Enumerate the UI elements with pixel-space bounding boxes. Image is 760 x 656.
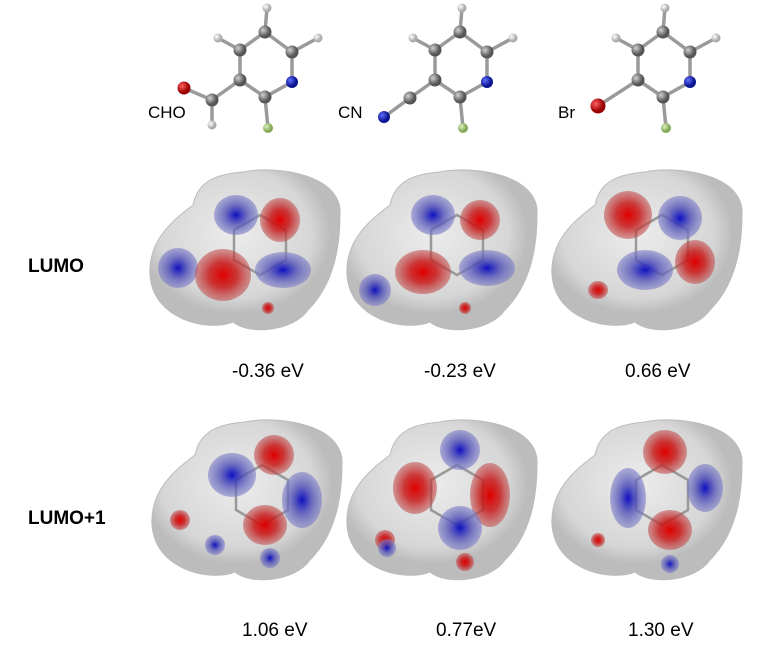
- positive-lobe: [648, 510, 692, 550]
- positive-lobe: [170, 510, 190, 530]
- atom-h: [213, 33, 223, 43]
- positive-lobe: [588, 281, 608, 299]
- positive-lobe: [395, 250, 451, 294]
- atom-c: [205, 93, 219, 107]
- atom-f: [458, 123, 468, 133]
- positive-lobe: [260, 198, 300, 242]
- positive-lobe: [643, 430, 687, 474]
- negative-lobe: [617, 250, 673, 290]
- orbital-lumo1-cn: [346, 419, 538, 581]
- atom-c: [631, 43, 645, 57]
- energy-lumo-cn: -0.23 eV: [424, 361, 496, 382]
- atom-h: [313, 33, 323, 43]
- positive-lobe: [591, 533, 605, 547]
- atom-n: [378, 111, 390, 123]
- atom-h: [611, 33, 621, 43]
- atom-c: [258, 90, 272, 104]
- positive-lobe: [393, 462, 437, 514]
- negative-lobe: [687, 464, 723, 512]
- energy-lumo1-cn: 0.77eV: [436, 620, 497, 641]
- positive-lobe: [459, 302, 471, 314]
- positive-lobe: [254, 435, 294, 475]
- atom-c: [233, 73, 247, 87]
- positive-lobe: [456, 553, 474, 571]
- electron-density-surface: [551, 169, 743, 331]
- negative-lobe: [158, 248, 198, 288]
- atom-c: [285, 45, 299, 59]
- substituent-label-br: Br: [558, 103, 575, 122]
- atom-c: [453, 25, 467, 39]
- energy-lumo-cho: -0.36 eV: [232, 361, 304, 382]
- atom-h: [207, 120, 217, 130]
- atom-n: [481, 76, 493, 88]
- atom-h: [262, 3, 272, 13]
- orbital-lumo-br: [551, 169, 743, 331]
- orbital-lumo1-br: [551, 419, 743, 581]
- atom-o: [177, 81, 191, 95]
- atom-c: [258, 25, 272, 39]
- negative-lobe: [359, 274, 391, 306]
- molecule-cn: [378, 3, 518, 133]
- negative-lobe: [208, 453, 256, 497]
- negative-lobe: [411, 195, 455, 235]
- orbital-lumo-cn: [346, 169, 538, 331]
- molecule-cho: [177, 3, 323, 133]
- bond: [596, 78, 640, 108]
- negative-lobe: [661, 555, 679, 573]
- row-label-lumo-plus-1: LUMO+1: [28, 508, 106, 529]
- energy-lumo1-br: 1.30 eV: [628, 620, 694, 641]
- row-label-lumo: LUMO: [28, 256, 84, 277]
- negative-lobe: [440, 430, 480, 470]
- molecule-br: [590, 3, 721, 133]
- negative-lobe: [378, 539, 396, 557]
- orbital-lumo-cho: [149, 169, 341, 331]
- atom-c: [403, 91, 417, 105]
- energy-lumo-br: 0.66 eV: [625, 361, 691, 382]
- positive-lobe: [604, 191, 652, 239]
- atom-h: [457, 3, 467, 13]
- negative-lobe: [205, 535, 225, 555]
- positive-lobe: [460, 200, 500, 240]
- negative-lobe: [459, 250, 515, 286]
- atom-n: [684, 76, 696, 88]
- negative-lobe: [260, 548, 280, 568]
- atom-c: [428, 43, 442, 57]
- substituent-label-cn: CN: [338, 103, 363, 122]
- negative-lobe: [438, 506, 482, 550]
- positive-lobe: [675, 240, 715, 284]
- positive-lobe: [262, 302, 274, 314]
- atom-c: [656, 25, 670, 39]
- atom-h: [508, 33, 518, 43]
- atom-c: [428, 73, 442, 87]
- atom-n: [286, 76, 298, 88]
- atom-o: [590, 98, 606, 114]
- negative-lobe: [214, 195, 258, 235]
- negative-lobe: [658, 196, 702, 240]
- atom-c: [656, 90, 670, 104]
- atom-c: [683, 45, 697, 59]
- atom-f: [263, 123, 273, 133]
- positive-lobe: [195, 249, 251, 301]
- atom-c: [453, 90, 467, 104]
- atom-h: [711, 33, 721, 43]
- positive-lobe: [243, 505, 287, 545]
- orbital-lumo1-cho: [151, 419, 343, 581]
- energy-lumo1-cho: 1.06 eV: [242, 620, 308, 641]
- negative-lobe: [255, 252, 311, 288]
- positive-lobe: [470, 463, 510, 527]
- substituent-label-cho: CHO: [148, 103, 186, 122]
- atom-h: [408, 33, 418, 43]
- atom-c: [480, 45, 494, 59]
- negative-lobe: [282, 472, 322, 528]
- atom-c: [233, 43, 247, 57]
- negative-lobe: [610, 468, 646, 528]
- atom-f: [661, 123, 671, 133]
- atom-c: [631, 73, 645, 87]
- atom-h: [660, 3, 670, 13]
- electron-density-surface: [151, 419, 343, 581]
